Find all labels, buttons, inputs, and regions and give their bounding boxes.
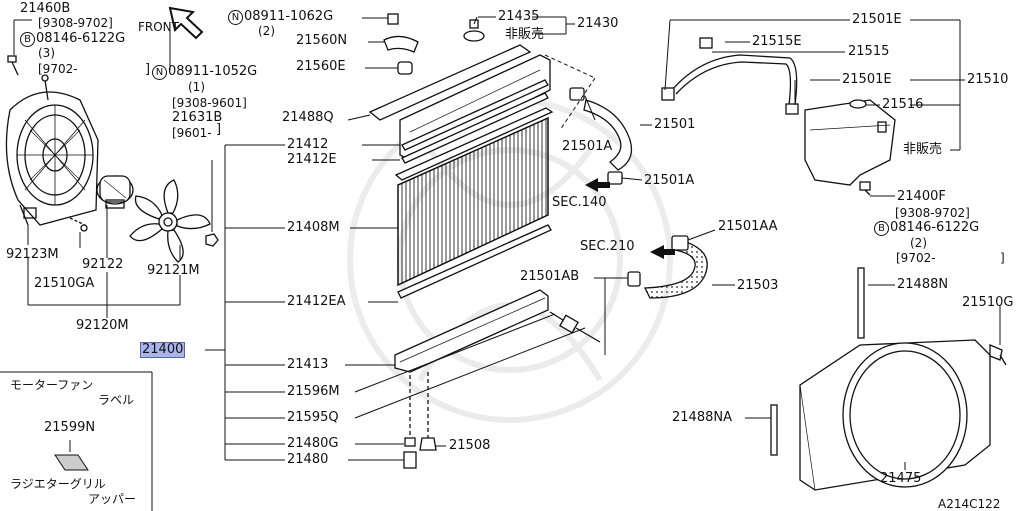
label-21475: 21475 [880, 471, 922, 486]
label-bracket-close-c: ] [145, 62, 151, 77]
reservoir-hose [661, 37, 799, 115]
label-bracket-close-b: ] [216, 122, 222, 137]
label-21412: 21412 [287, 137, 329, 152]
inset-part-21599N: 21599N [44, 420, 96, 435]
label-08146-6122G-a-text: 08146-6122G [36, 31, 126, 46]
label-21435: 21435 [498, 9, 540, 24]
label-21413: 21413 [287, 357, 329, 372]
diagram-id: A214C122 [938, 497, 1001, 511]
label-21488NA: 21488NA [672, 410, 732, 425]
label-08911-1052G-text: 08911-1052G [168, 64, 258, 79]
lower-radiator-hose [627, 235, 708, 299]
label-hinbai-b: 非販売 [903, 142, 943, 157]
label-21503: 21503 [737, 278, 779, 293]
label-08146-6122G-b-date: [9702- [896, 251, 936, 265]
label-21408M: 21408M [287, 220, 340, 235]
label-hinbai-a: 非販売 [505, 27, 545, 42]
label-21560N: 21560N [296, 33, 348, 48]
label-08146-6122G-a-date: [9702- [38, 62, 78, 76]
inset-footer-line2: アッパー [88, 492, 137, 506]
upper-radiator-hose [569, 87, 633, 185]
label-sec-140: SEC.140 [552, 195, 607, 210]
label-21596M: 21596M [287, 384, 340, 399]
label-21501AA: 21501AA [718, 219, 778, 234]
label-21430: 21430 [577, 16, 619, 31]
label-21501A-b: 21501A [644, 173, 695, 188]
label-08911-1062G-text: 08911-1062G [244, 9, 334, 24]
label-inset-box [0, 371, 153, 511]
label-21560E: 21560E [296, 59, 346, 74]
nut-symbol-n: N [228, 10, 243, 25]
label-21488N: 21488N [897, 277, 949, 292]
sec-arrow-icons [585, 178, 675, 259]
label-bracket-close: ] [1000, 251, 1005, 265]
nut-symbol-n-2: N [152, 65, 167, 80]
label-21400-highlighted[interactable]: 21400 [140, 342, 186, 358]
label-21501A-a: 21501A [562, 139, 613, 154]
label-21400F-date: [9308-9702] [895, 206, 970, 220]
label-21501E-b: 21501E [842, 72, 892, 87]
label-21501E-a: 21501E [852, 12, 902, 27]
label-21508: 21508 [449, 438, 491, 453]
label-08146-6122G-a-qty: (3) [38, 46, 55, 60]
label-08146-6122G-b-qty: (2) [910, 236, 927, 250]
label-92122: 92122 [82, 257, 124, 272]
label-21480G: 21480G [287, 436, 339, 451]
label-21631B-date: [9601- [172, 126, 212, 140]
label-21510: 21510 [967, 72, 1009, 87]
label-21515: 21515 [848, 44, 890, 59]
callout-lines [169, 16, 1001, 470]
label-21510GA: 21510GA [34, 276, 95, 291]
inset-title-line2: ラベル [98, 393, 135, 407]
label-21515E: 21515E [752, 34, 802, 49]
label-08146-6122G-b-text: 08146-6122G [890, 220, 980, 235]
fan-motor-assembly [5, 55, 219, 263]
label-21400F: 21400F [897, 189, 946, 204]
bolt-symbol-b-2: B [874, 221, 889, 236]
label-21412E: 21412E [287, 152, 337, 167]
label-92121M: 92121M [147, 263, 200, 278]
label-08911-1062G-qty: (2) [258, 24, 275, 38]
inset-footer-line1: ラジエターグリル [10, 477, 106, 491]
label-21480: 21480 [287, 452, 329, 467]
reservoir-tank [804, 99, 896, 196]
fan-callout-lines [13, 19, 213, 318]
fan-shroud [770, 267, 1007, 491]
label-21412EA: 21412EA [287, 294, 346, 309]
label-08911-1052G-qty: (1) [188, 80, 205, 94]
label-21501: 21501 [654, 117, 696, 132]
bolt-symbol-b: B [20, 32, 35, 47]
inset-title-line1: モーターファン [10, 378, 94, 392]
label-92123M: 92123M [6, 247, 59, 262]
radiator-assembly [368, 13, 601, 469]
label-21516: 21516 [882, 97, 924, 112]
label-21488Q: 21488Q [282, 110, 334, 125]
label-92120M: 92120M [76, 318, 129, 333]
label-front: FRONT [138, 20, 179, 34]
label-21501AB: 21501AB [520, 269, 580, 284]
label-21460B-date: [9308-9702] [38, 16, 113, 30]
label-08911-1052G-date: [9308-9601] [172, 96, 247, 110]
label-21510G: 21510G [962, 295, 1014, 310]
label-21595Q: 21595Q [287, 410, 339, 425]
label-21460B: 21460B [20, 1, 71, 16]
front-arrow-icon [168, 6, 204, 40]
label-sec-210: SEC.210 [580, 239, 635, 254]
label-21631B: 21631B [172, 110, 223, 125]
